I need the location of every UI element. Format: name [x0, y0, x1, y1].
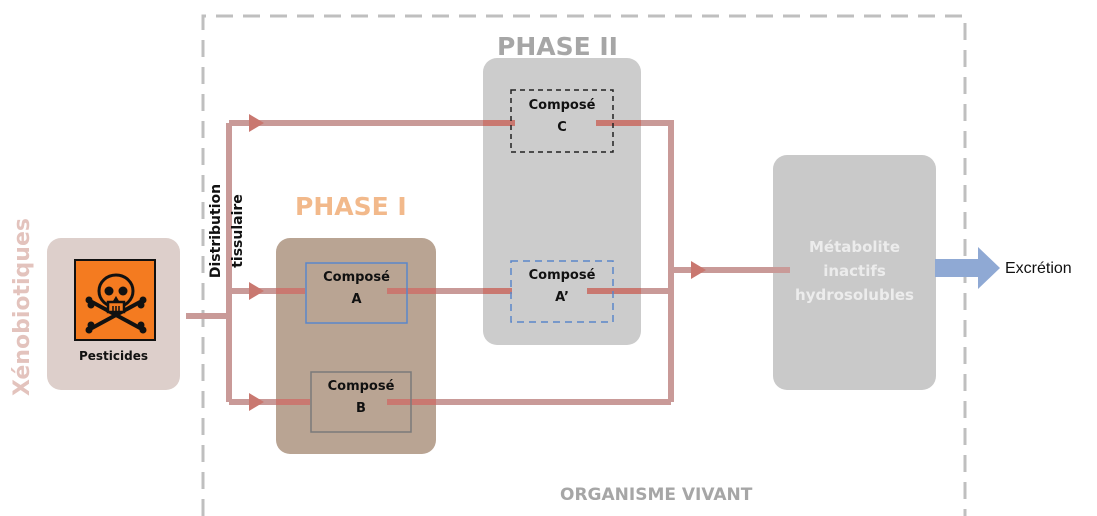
flow-accents	[276, 120, 641, 405]
compose-a-line2: A	[351, 292, 362, 307]
organisme-label: ORGANISME VIVANT	[560, 485, 753, 505]
compose-a-prime-box	[510, 260, 614, 323]
metabolite-line1: Métabolite	[808, 238, 901, 256]
arrowhead-a	[249, 282, 264, 300]
xenobiotiques-label: Xénobiotiques	[10, 218, 35, 396]
excretion-arrow	[935, 247, 1000, 289]
arrowhead-b	[249, 393, 264, 411]
compose-a-prime-label: Composé A’	[511, 265, 613, 309]
metabolite-box	[773, 155, 936, 390]
pesticides-label: Pesticides	[78, 349, 149, 363]
phase2-box	[483, 58, 641, 345]
arrowhead-metabolite	[691, 261, 706, 279]
compose-c-line2: C	[557, 120, 567, 135]
compose-b-line2: B	[356, 401, 366, 416]
compose-a-prime-line1: Composé	[528, 268, 596, 283]
compose-c-box	[510, 89, 614, 153]
metabolite-line2: inactifs	[823, 262, 886, 280]
excretion-label: Excrétion	[1005, 260, 1072, 277]
compose-b-box	[310, 371, 412, 433]
compose-b-line1: Composé	[327, 379, 395, 394]
phase1-title: PHASE I	[295, 192, 407, 221]
compose-c-label: Composé C	[511, 95, 613, 139]
phase2-title: PHASE II	[497, 32, 618, 61]
compose-a-line1: Composé	[323, 270, 390, 285]
compose-b-label: Composé B	[311, 376, 411, 420]
distribution-label: Distribution tissulaire	[208, 183, 246, 279]
metabolite-line3: hydrosolubles	[795, 286, 914, 304]
compose-a-prime-line2: A’	[555, 290, 569, 305]
toxic-skull-crossbones-icon	[74, 259, 156, 341]
compose-c-line1: Composé	[528, 98, 596, 113]
metabolite-label: Métabolite inactifs hydrosolubles	[773, 235, 936, 307]
arrowhead-c	[249, 114, 264, 132]
compose-a-box	[305, 262, 408, 324]
compose-a-label: Composé A	[306, 267, 407, 311]
arrowheads	[249, 114, 706, 411]
